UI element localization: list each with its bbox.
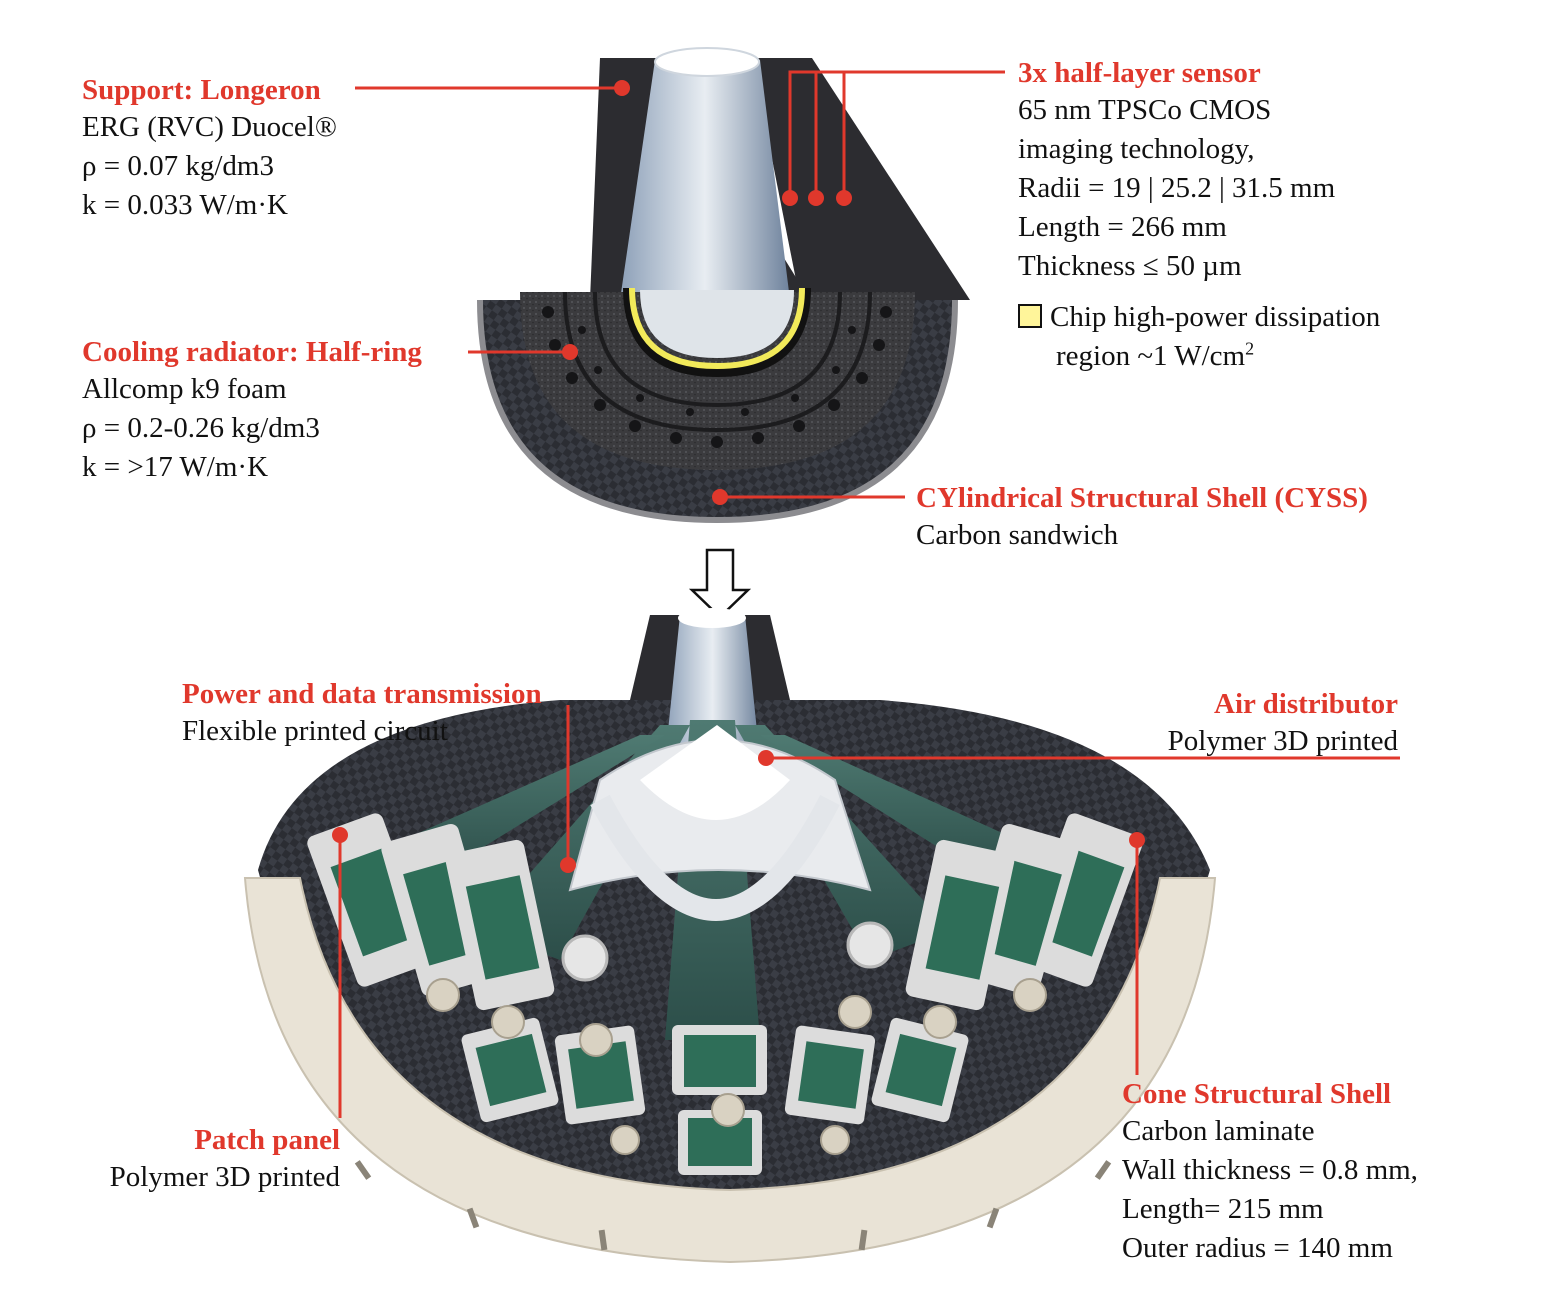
power-line-1: Flexible printed circuit [182, 715, 448, 747]
support-line-1: ERG (RVC) Duocel® [82, 111, 337, 143]
sensor-line-2: imaging technology, [1018, 133, 1255, 165]
cooling-line-3: k = >17 W/m·K [82, 451, 269, 483]
sensor-line-3: Radii = 19 | 25.2 | 31.5 mm [1018, 172, 1336, 204]
cooling-title: Cooling radiator: Half-ring [82, 336, 422, 368]
cooling-half-ring [520, 292, 915, 470]
fittings [426, 978, 1047, 1155]
sensor-title: 3x half-layer sensor [1018, 57, 1261, 89]
patch-title: Patch panel [194, 1124, 340, 1156]
cyss-line-1: Carbon sandwich [916, 519, 1119, 551]
support-title: Support: Longeron [82, 74, 321, 106]
sensor-highlight [629, 287, 805, 370]
beam-channel [620, 60, 790, 300]
top-assembly [477, 47, 970, 524]
legend-line-1: Chip high-power dissipation [1050, 301, 1381, 333]
air-title: Air distributor [1214, 688, 1398, 720]
cooling-label-block: Cooling radiator: Half-ring Allcomp k9 f… [82, 334, 422, 487]
sensor-line-5: Thickness ≤ 50 µm [1018, 250, 1242, 282]
cone-line-1: Carbon laminate [1122, 1115, 1315, 1147]
cone-line-3: Length= 215 mm [1122, 1193, 1324, 1225]
power-label-block: Power and data transmission Flexible pri… [182, 676, 542, 751]
patch-boards-left [307, 813, 646, 1125]
cone-line-4: Outer radius = 140 mm [1122, 1232, 1393, 1264]
patch-label-block: Patch panel Polymer 3D printed [110, 1122, 340, 1197]
down-arrow-icon [688, 548, 752, 619]
sensor-label-block: 3x half-layer sensor 65 nm TPSCo CMOS im… [1018, 55, 1335, 286]
sensor-line-4: Length = 266 mm [1018, 211, 1227, 243]
patch-line-1: Polymer 3D printed [109, 1161, 340, 1193]
longeron-right-rail [752, 58, 970, 300]
cyss-title: CYlindrical Structural Shell (CYSS) [916, 482, 1368, 514]
bottom-assembly [243, 608, 1217, 1264]
sensor-line-1: 65 nm TPSCo CMOS [1018, 94, 1272, 126]
legend-block: Chip high-power dissipation region ~1 W/… [1018, 298, 1380, 376]
leader-lines [338, 70, 1400, 1118]
legend-swatch [1018, 304, 1042, 328]
cone-line-2: Wall thickness = 0.8 mm, [1122, 1154, 1418, 1186]
cone-title: Cone Structural Shell [1122, 1078, 1392, 1110]
support-line-2: ρ = 0.07 kg/dm3 [82, 150, 274, 182]
cooling-line-2: ρ = 0.2-0.26 kg/dm3 [82, 412, 320, 444]
legend-line-2-sup: 2 [1245, 338, 1255, 359]
legend-line-2: region ~1 W/cm [1056, 340, 1246, 372]
cyss-label-block: CYlindrical Structural Shell (CYSS) Carb… [916, 480, 1368, 555]
patch-boards-right [784, 813, 1143, 1125]
support-label-block: Support: Longeron ERG (RVC) Duocel® ρ = … [82, 72, 337, 225]
leader-dots [332, 80, 1145, 873]
radiator-holes [542, 306, 892, 448]
air-line-1: Polymer 3D printed [1167, 725, 1398, 757]
cone-label-block: Cone Structural Shell Carbon laminate Wa… [1122, 1076, 1418, 1268]
support-line-3: k = 0.033 W/m·K [82, 189, 288, 221]
cooling-line-1: Allcomp k9 foam [82, 373, 287, 405]
power-title: Power and data transmission [182, 678, 542, 710]
air-label-block: Air distributor Polymer 3D printed [1168, 686, 1398, 761]
rim-slots [354, 1160, 1112, 1251]
